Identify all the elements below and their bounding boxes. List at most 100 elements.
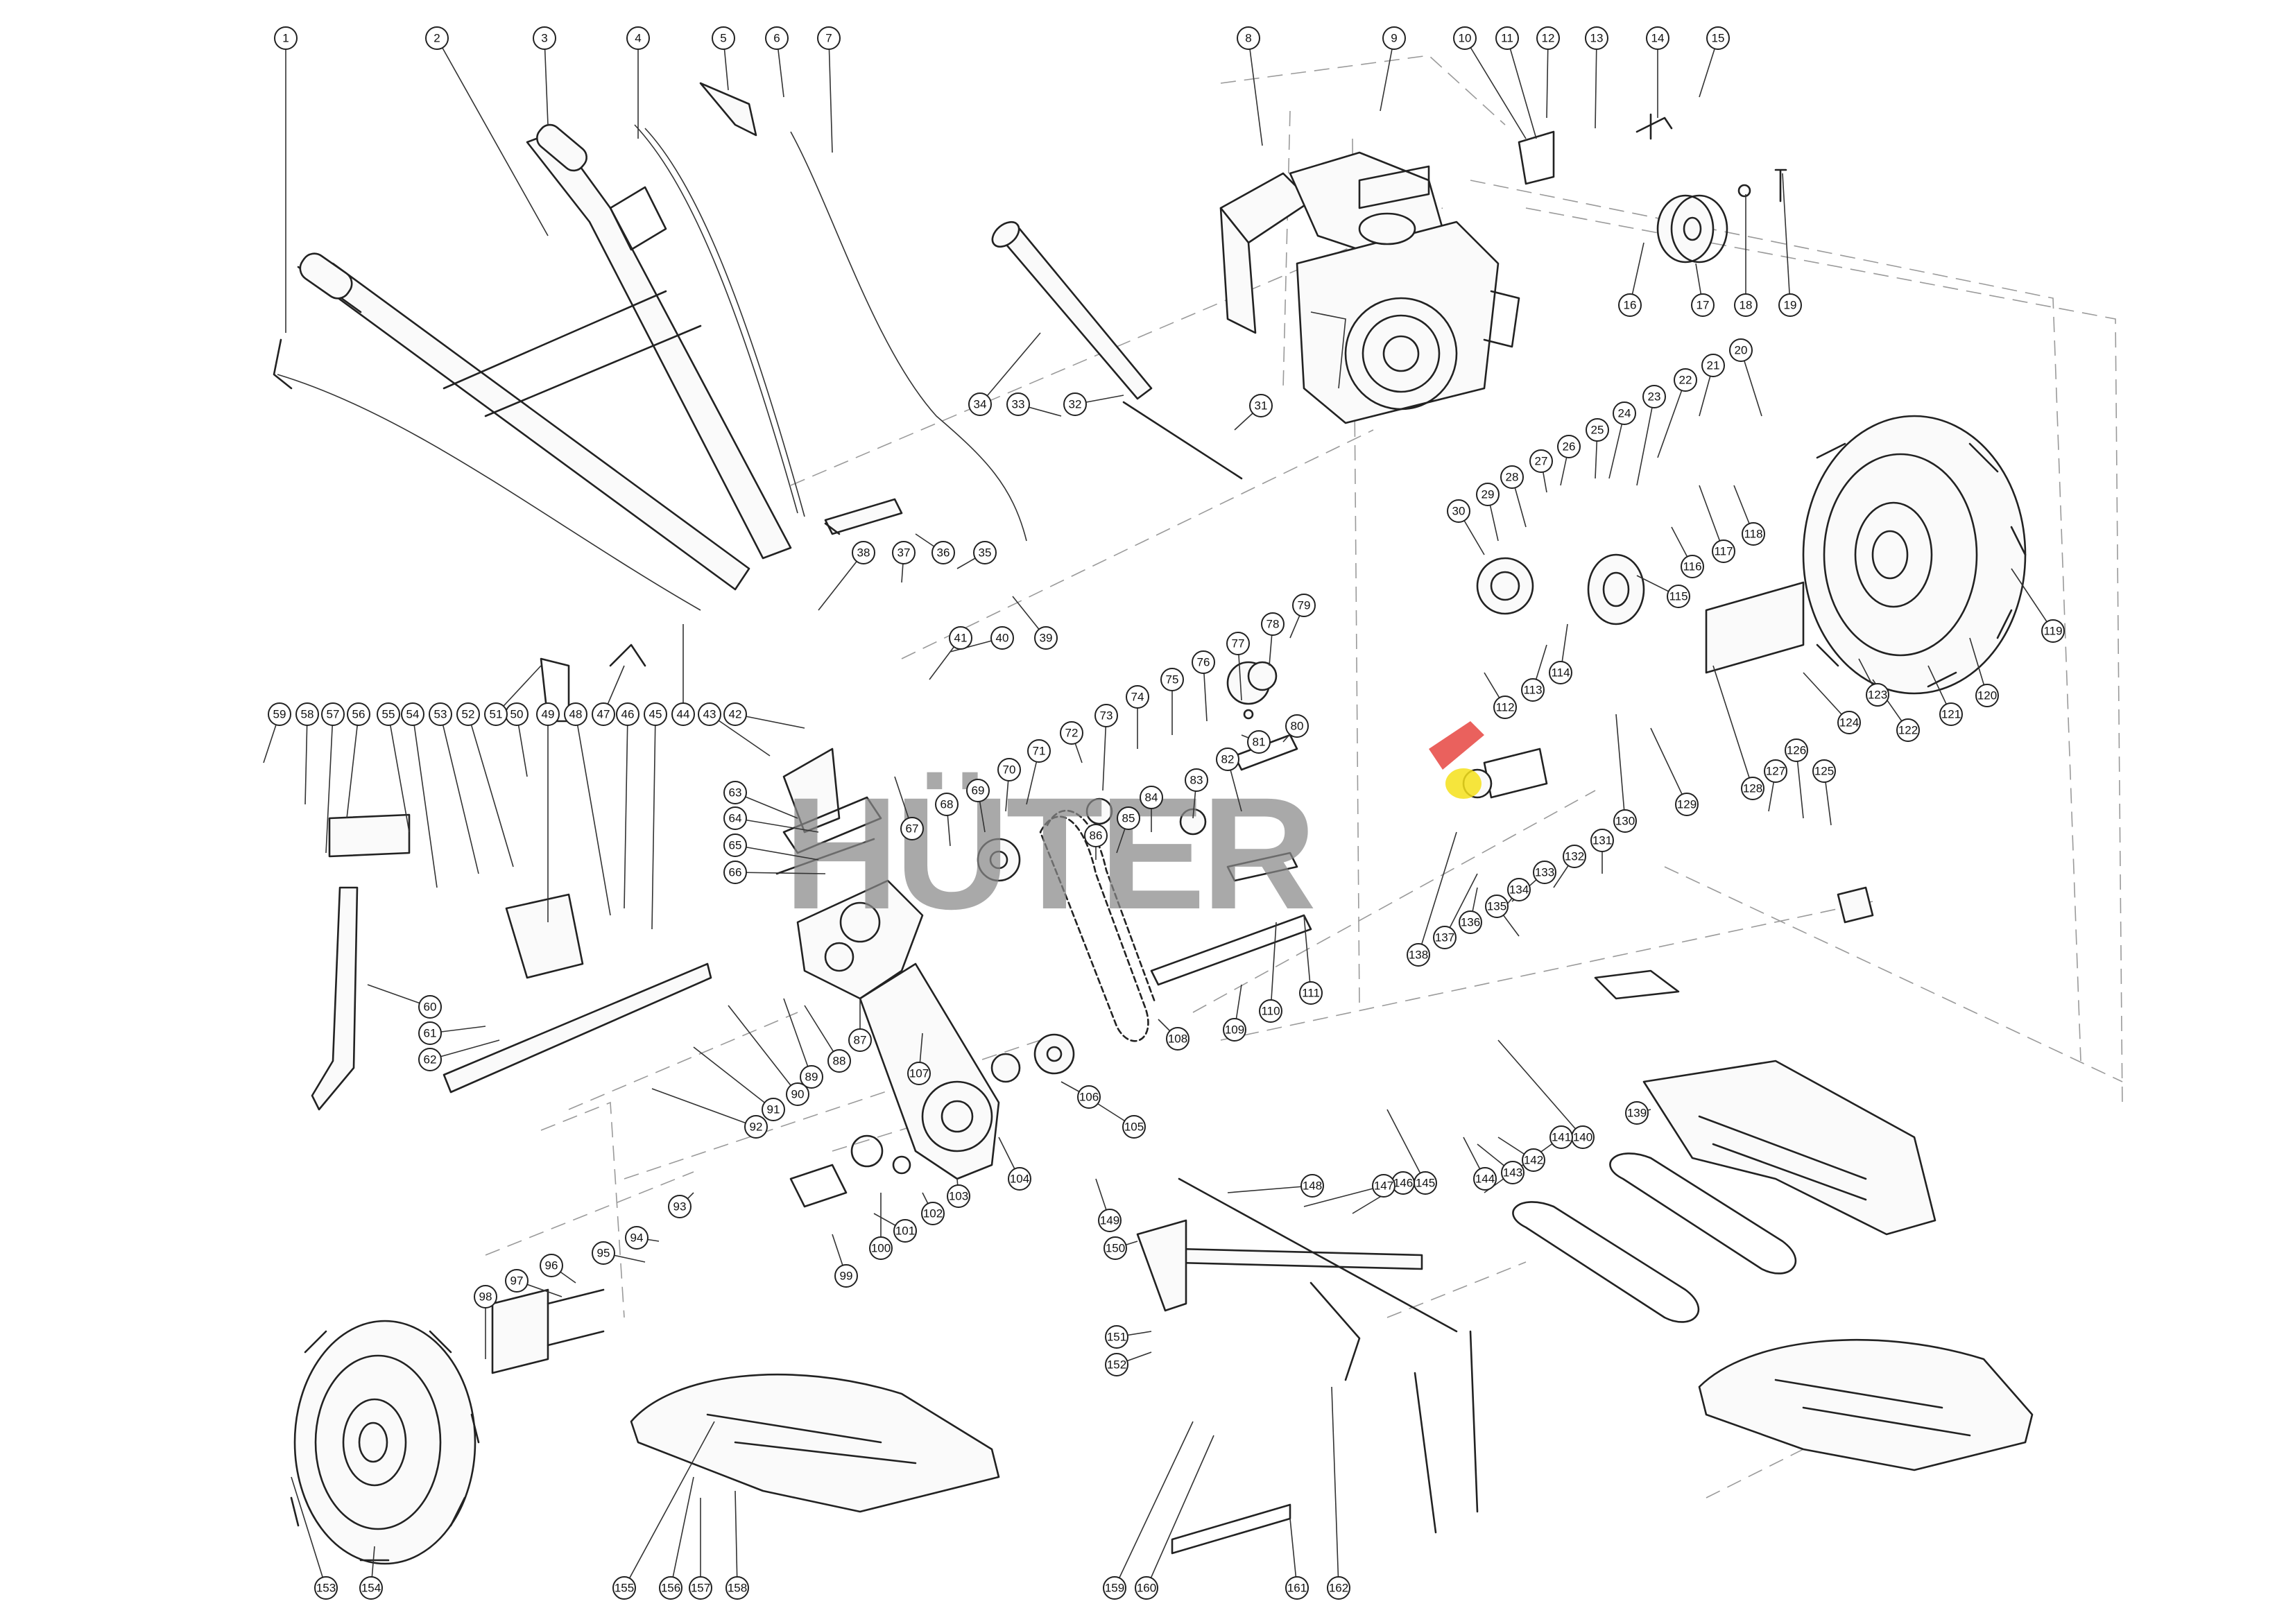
callout-circle <box>1259 999 1282 1023</box>
callout-circle <box>474 1285 497 1308</box>
callout-number: 108 <box>1168 1033 1187 1046</box>
callout-part-94: 94 <box>625 1226 660 1250</box>
callout-part-108: 108 <box>1158 1019 1190 1051</box>
callout-number: 134 <box>1509 883 1529 897</box>
callout-number: 87 <box>854 1034 867 1047</box>
callout-circle <box>418 995 442 1019</box>
belt-cover <box>1642 1060 1936 1236</box>
callout-part-68: 68 <box>935 793 959 847</box>
callout-number: 28 <box>1506 471 1519 484</box>
callout-part-162: 162 <box>1327 1386 1350 1600</box>
callout-number: 50 <box>510 708 524 721</box>
callout-part-106: 106 <box>1060 1081 1101 1109</box>
callout-part-13: 13 <box>1585 26 1608 129</box>
callout-circle <box>564 702 587 726</box>
callout-part-28: 28 <box>1500 465 1527 528</box>
callout-leader-line <box>1380 37 1395 112</box>
callout-leader-line <box>709 714 771 757</box>
callout-circle <box>947 1184 970 1208</box>
callout-circle <box>401 702 424 726</box>
callout-number: 17 <box>1697 299 1710 312</box>
callout-circle <box>744 1115 768 1139</box>
callout-number: 48 <box>569 708 583 721</box>
callout-part-136: 136 <box>1459 887 1482 934</box>
callout-number: 4 <box>635 32 641 45</box>
callout-circle <box>921 1202 945 1225</box>
callout-leader-line <box>1227 1185 1313 1193</box>
callout-number: 113 <box>1523 684 1542 697</box>
callout-circle <box>1027 739 1051 763</box>
callout-part-100: 100 <box>869 1193 893 1260</box>
callout-part-95: 95 <box>592 1241 646 1265</box>
callout-part-58: 58 <box>295 702 319 805</box>
front-frame <box>1136 1177 1479 1555</box>
callout-circle <box>1285 1576 1309 1600</box>
callout-number: 51 <box>490 708 503 721</box>
callout-leader-line <box>828 37 833 153</box>
callout-part-56: 56 <box>346 702 370 819</box>
callout-number: 107 <box>909 1067 929 1080</box>
callout-number: 129 <box>1677 798 1697 811</box>
callout-part-107: 107 <box>907 1033 931 1085</box>
callout-circle <box>817 26 841 50</box>
callout-circle <box>1237 26 1260 50</box>
callout-part-142: 142 <box>1497 1137 1545 1172</box>
callout-number: 99 <box>840 1270 853 1283</box>
callout-circle <box>1247 730 1271 754</box>
callout-circle <box>1778 293 1802 317</box>
callout-part-29: 29 <box>1476 483 1500 542</box>
callout-number: 151 <box>1107 1331 1126 1344</box>
callout-part-3: 3 <box>533 26 556 126</box>
callout-part-117: 117 <box>1699 485 1735 563</box>
callout-number: 37 <box>898 546 911 560</box>
left-fender <box>630 1373 1000 1513</box>
callout-circle <box>1742 522 1765 546</box>
callout-number: 30 <box>1452 505 1466 518</box>
callout-circle <box>612 1576 636 1600</box>
callout-circle <box>723 833 747 857</box>
callout-part-61: 61 <box>418 1021 486 1045</box>
callout-part-128: 128 <box>1712 665 1764 800</box>
right-wheel <box>1802 415 2027 695</box>
callout-number: 44 <box>677 708 690 721</box>
callout-number: 69 <box>972 784 985 797</box>
callout-circle <box>1094 704 1118 727</box>
callout-part-97: 97 <box>505 1269 562 1297</box>
callout-part-57: 57 <box>321 702 345 854</box>
callout-leader-line <box>325 714 334 854</box>
callout-part-49: 49 <box>536 702 560 922</box>
callout-part-43: 43 <box>698 702 771 757</box>
callout-part-72: 72 <box>1060 721 1083 763</box>
callout-leader-line <box>1636 396 1655 486</box>
callout-leader-line <box>412 714 438 888</box>
callout-number: 126 <box>1787 744 1806 757</box>
callout-part-104: 104 <box>998 1137 1031 1191</box>
callout-number: 140 <box>1573 1131 1592 1144</box>
callout-part-119: 119 <box>2011 568 2065 643</box>
callout-number: 116 <box>1683 560 1701 573</box>
callout-circle <box>1590 829 1614 852</box>
callout-number: 130 <box>1615 815 1635 828</box>
callout-number: 153 <box>316 1582 336 1595</box>
callout-number: 84 <box>1145 791 1158 804</box>
callout-circle <box>616 702 639 726</box>
hitch-assembly <box>311 643 712 1111</box>
callout-circle <box>505 1269 529 1293</box>
callout-part-48: 48 <box>564 702 611 916</box>
callout-part-103: 103 <box>947 1178 970 1208</box>
callout-number: 31 <box>1255 399 1268 413</box>
callout-number: 135 <box>1487 900 1506 913</box>
callout-part-78: 78 <box>1261 612 1285 666</box>
callout-number: 8 <box>1245 32 1251 45</box>
callout-circle <box>1549 1125 1573 1149</box>
callout-number: 10 <box>1459 32 1472 45</box>
callout-number: 41 <box>954 632 968 645</box>
callout-circle <box>1618 293 1642 317</box>
callout-circle <box>1077 1085 1101 1109</box>
callout-circle <box>1837 711 1861 734</box>
callout-number: 98 <box>479 1290 492 1304</box>
callout-number: 76 <box>1197 656 1210 669</box>
callout-part-109: 109 <box>1223 984 1246 1042</box>
